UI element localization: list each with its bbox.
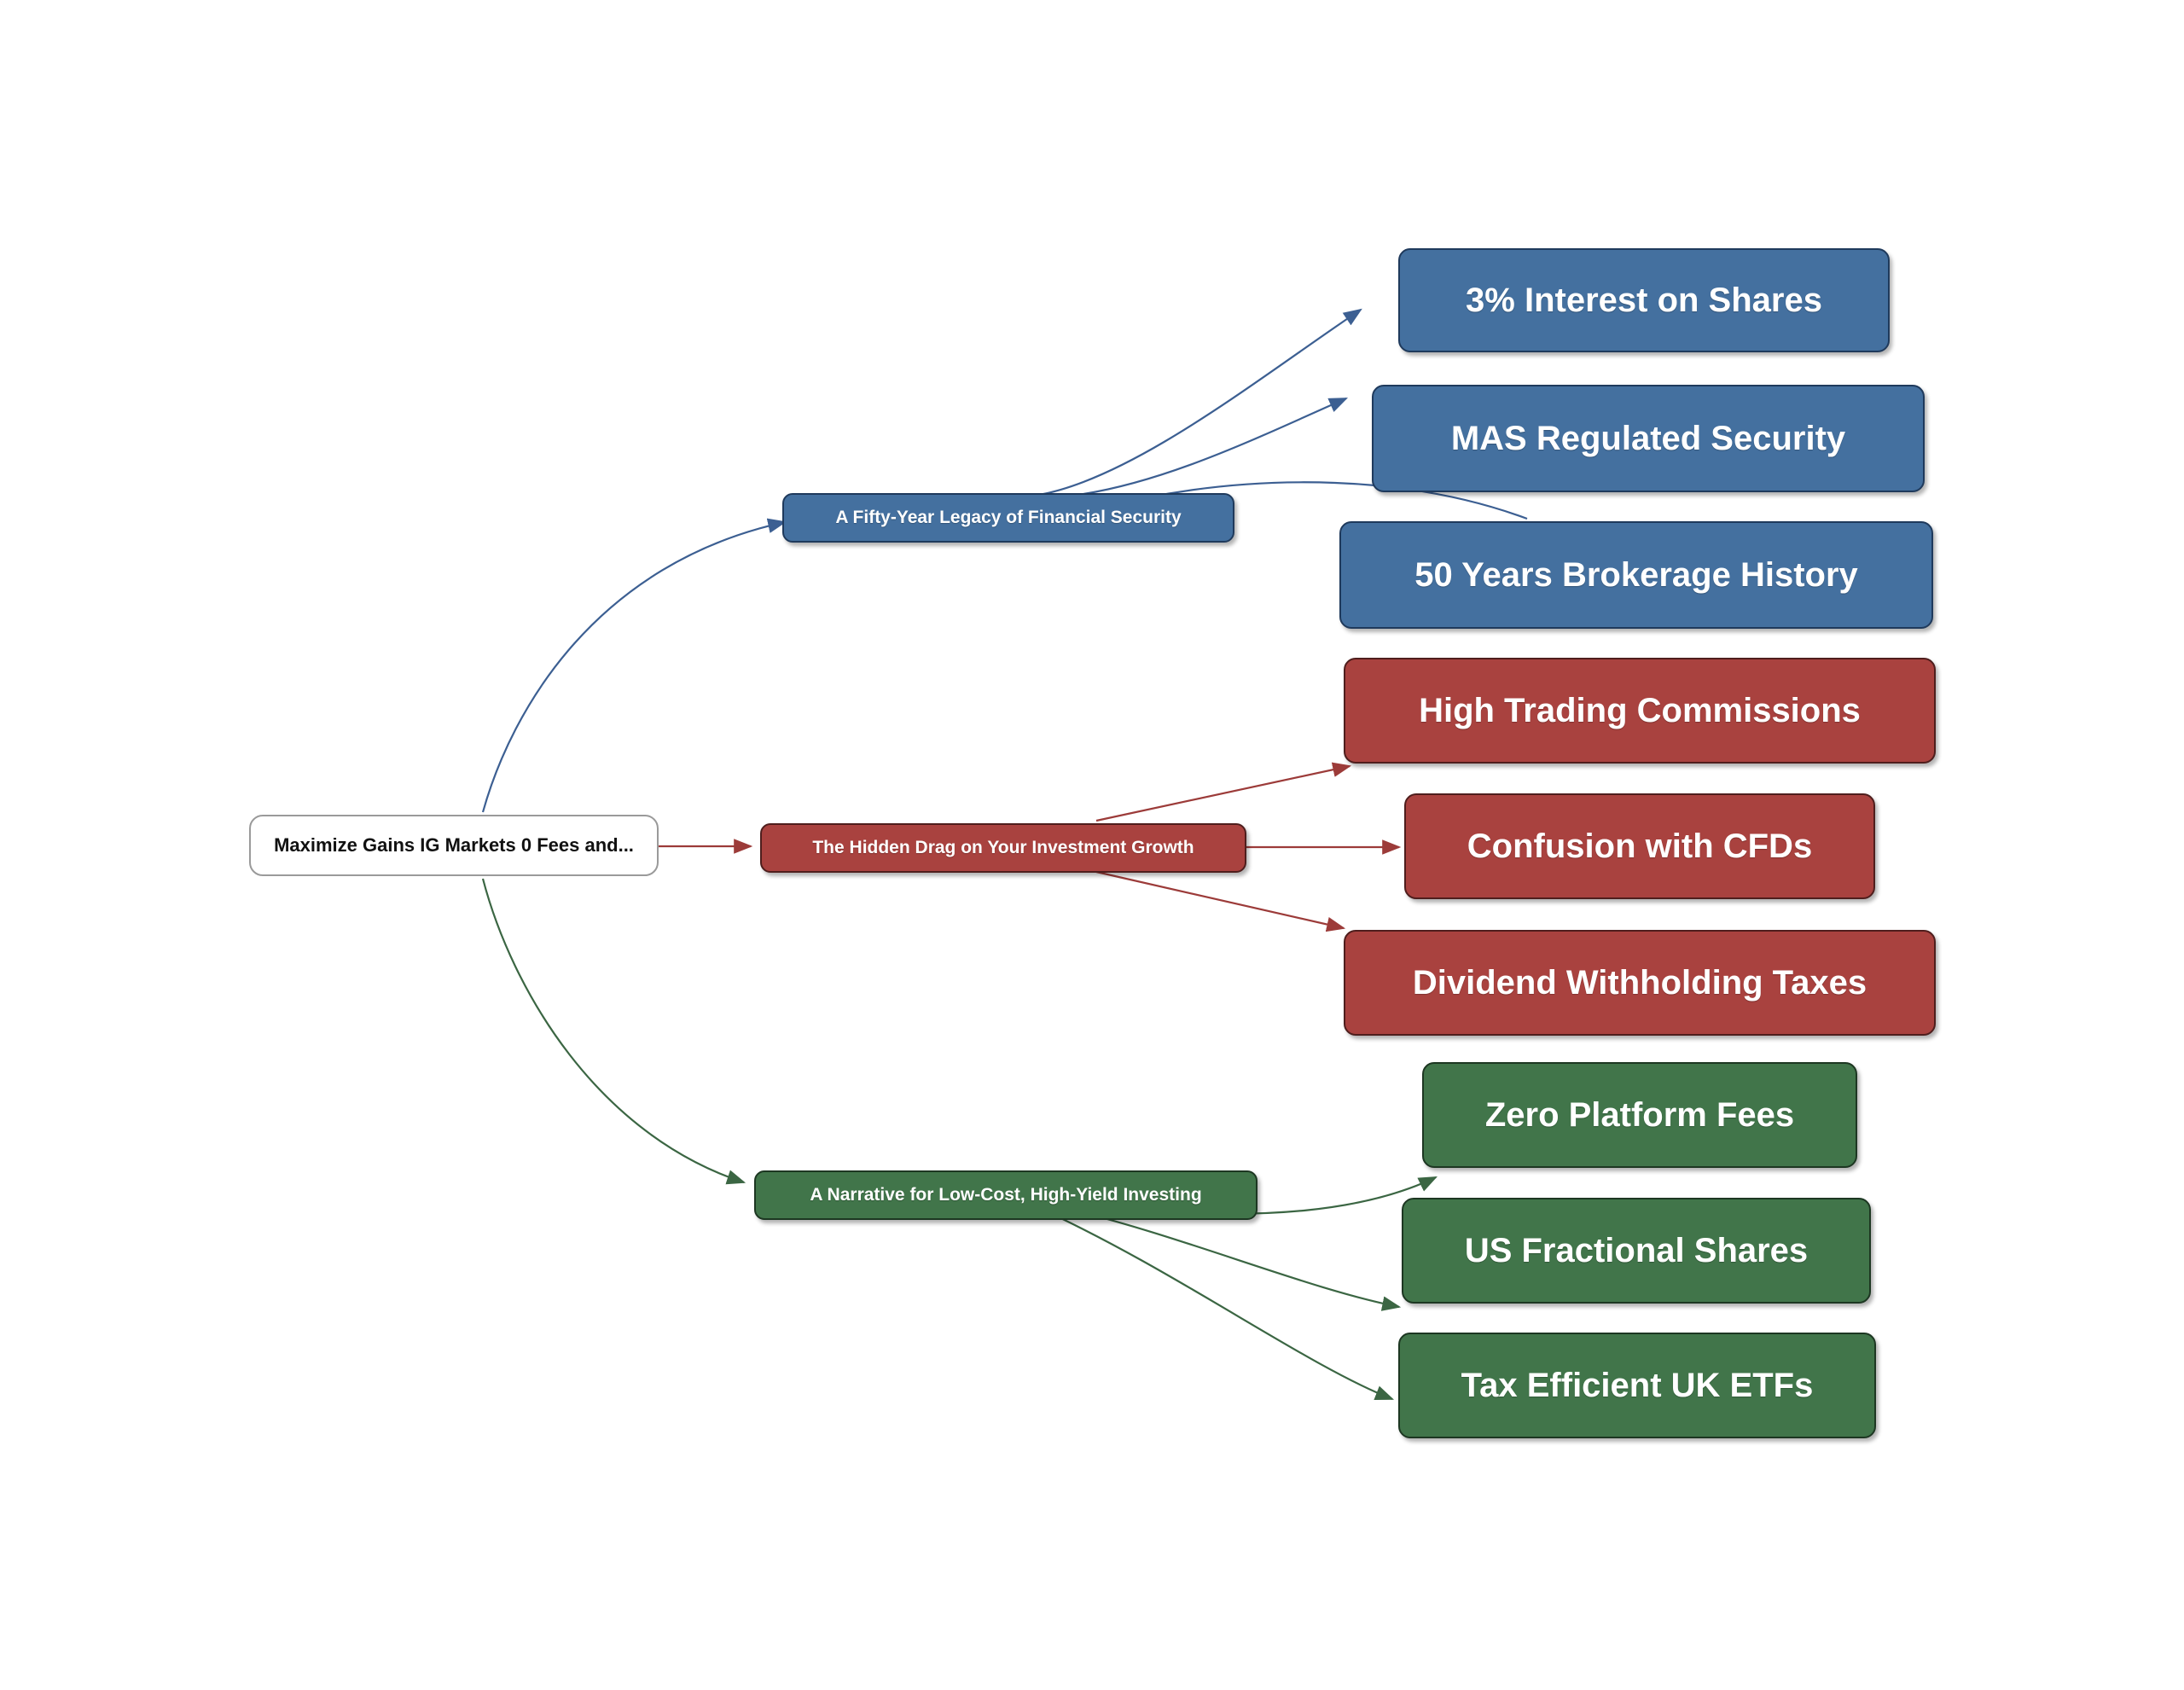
leaf-node-cfds-label: Confusion with CFDs xyxy=(1467,828,1813,865)
branch-node-narrative[interactable]: A Narrative for Low-Cost, High-Yield Inv… xyxy=(754,1170,1258,1220)
leaf-node-history-label: 50 Years Brokerage History xyxy=(1414,556,1858,594)
branch-node-legacy[interactable]: A Fifty-Year Legacy of Financial Securit… xyxy=(782,493,1234,543)
leaf-node-zerofees[interactable]: Zero Platform Fees xyxy=(1422,1062,1857,1168)
edge-legacy-to-interest xyxy=(1038,308,1362,497)
leaf-node-commissions[interactable]: High Trading Commissions xyxy=(1344,658,1936,764)
edge-narrative-to-fractional xyxy=(1064,1206,1402,1311)
root-node-label: Maximize Gains IG Markets 0 Fees and... xyxy=(274,833,634,856)
root-node[interactable]: Maximize Gains IG Markets 0 Fees and... xyxy=(249,815,659,876)
leaf-node-history[interactable]: 50 Years Brokerage History xyxy=(1339,521,1933,629)
branch-node-legacy-label: A Fifty-Year Legacy of Financial Securit… xyxy=(835,508,1182,528)
edge-legacy-to-mas xyxy=(1064,397,1349,498)
edge-drag-to-commissions xyxy=(1095,762,1352,822)
leaf-node-mas[interactable]: MAS Regulated Security xyxy=(1372,385,1925,492)
leaf-node-taxes-label: Dividend Withholding Taxes xyxy=(1412,964,1867,1002)
branch-node-drag-label: The Hidden Drag on Your Investment Growt… xyxy=(812,838,1194,858)
leaf-node-cfds[interactable]: Confusion with CFDs xyxy=(1404,793,1875,899)
edge-narrative-to-etfs xyxy=(1038,1206,1395,1401)
leaf-node-fractional[interactable]: US Fractional Shares xyxy=(1402,1198,1871,1304)
leaf-node-taxes[interactable]: Dividend Withholding Taxes xyxy=(1344,930,1936,1036)
leaf-node-etfs-label: Tax Efficient UK ETFs xyxy=(1461,1367,1814,1404)
leaf-node-mas-label: MAS Regulated Security xyxy=(1450,420,1846,457)
branch-node-narrative-label: A Narrative for Low-Cost, High-Yield Inv… xyxy=(810,1185,1202,1205)
edge-drag-to-taxes xyxy=(1095,870,1346,932)
edge-root-to-legacy xyxy=(481,518,787,813)
leaf-node-fractional-label: US Fractional Shares xyxy=(1464,1232,1809,1269)
leaf-node-etfs[interactable]: Tax Efficient UK ETFs xyxy=(1398,1333,1876,1438)
leaf-node-commissions-label: High Trading Commissions xyxy=(1419,692,1861,729)
leaf-node-interest-label: 3% Interest on Shares xyxy=(1466,282,1822,319)
branch-node-drag[interactable]: The Hidden Drag on Your Investment Growt… xyxy=(760,823,1246,873)
edge-root-to-narrative xyxy=(481,878,746,1185)
leaf-node-interest[interactable]: 3% Interest on Shares xyxy=(1398,248,1890,352)
leaf-node-zerofees-label: Zero Platform Fees xyxy=(1484,1096,1795,1134)
